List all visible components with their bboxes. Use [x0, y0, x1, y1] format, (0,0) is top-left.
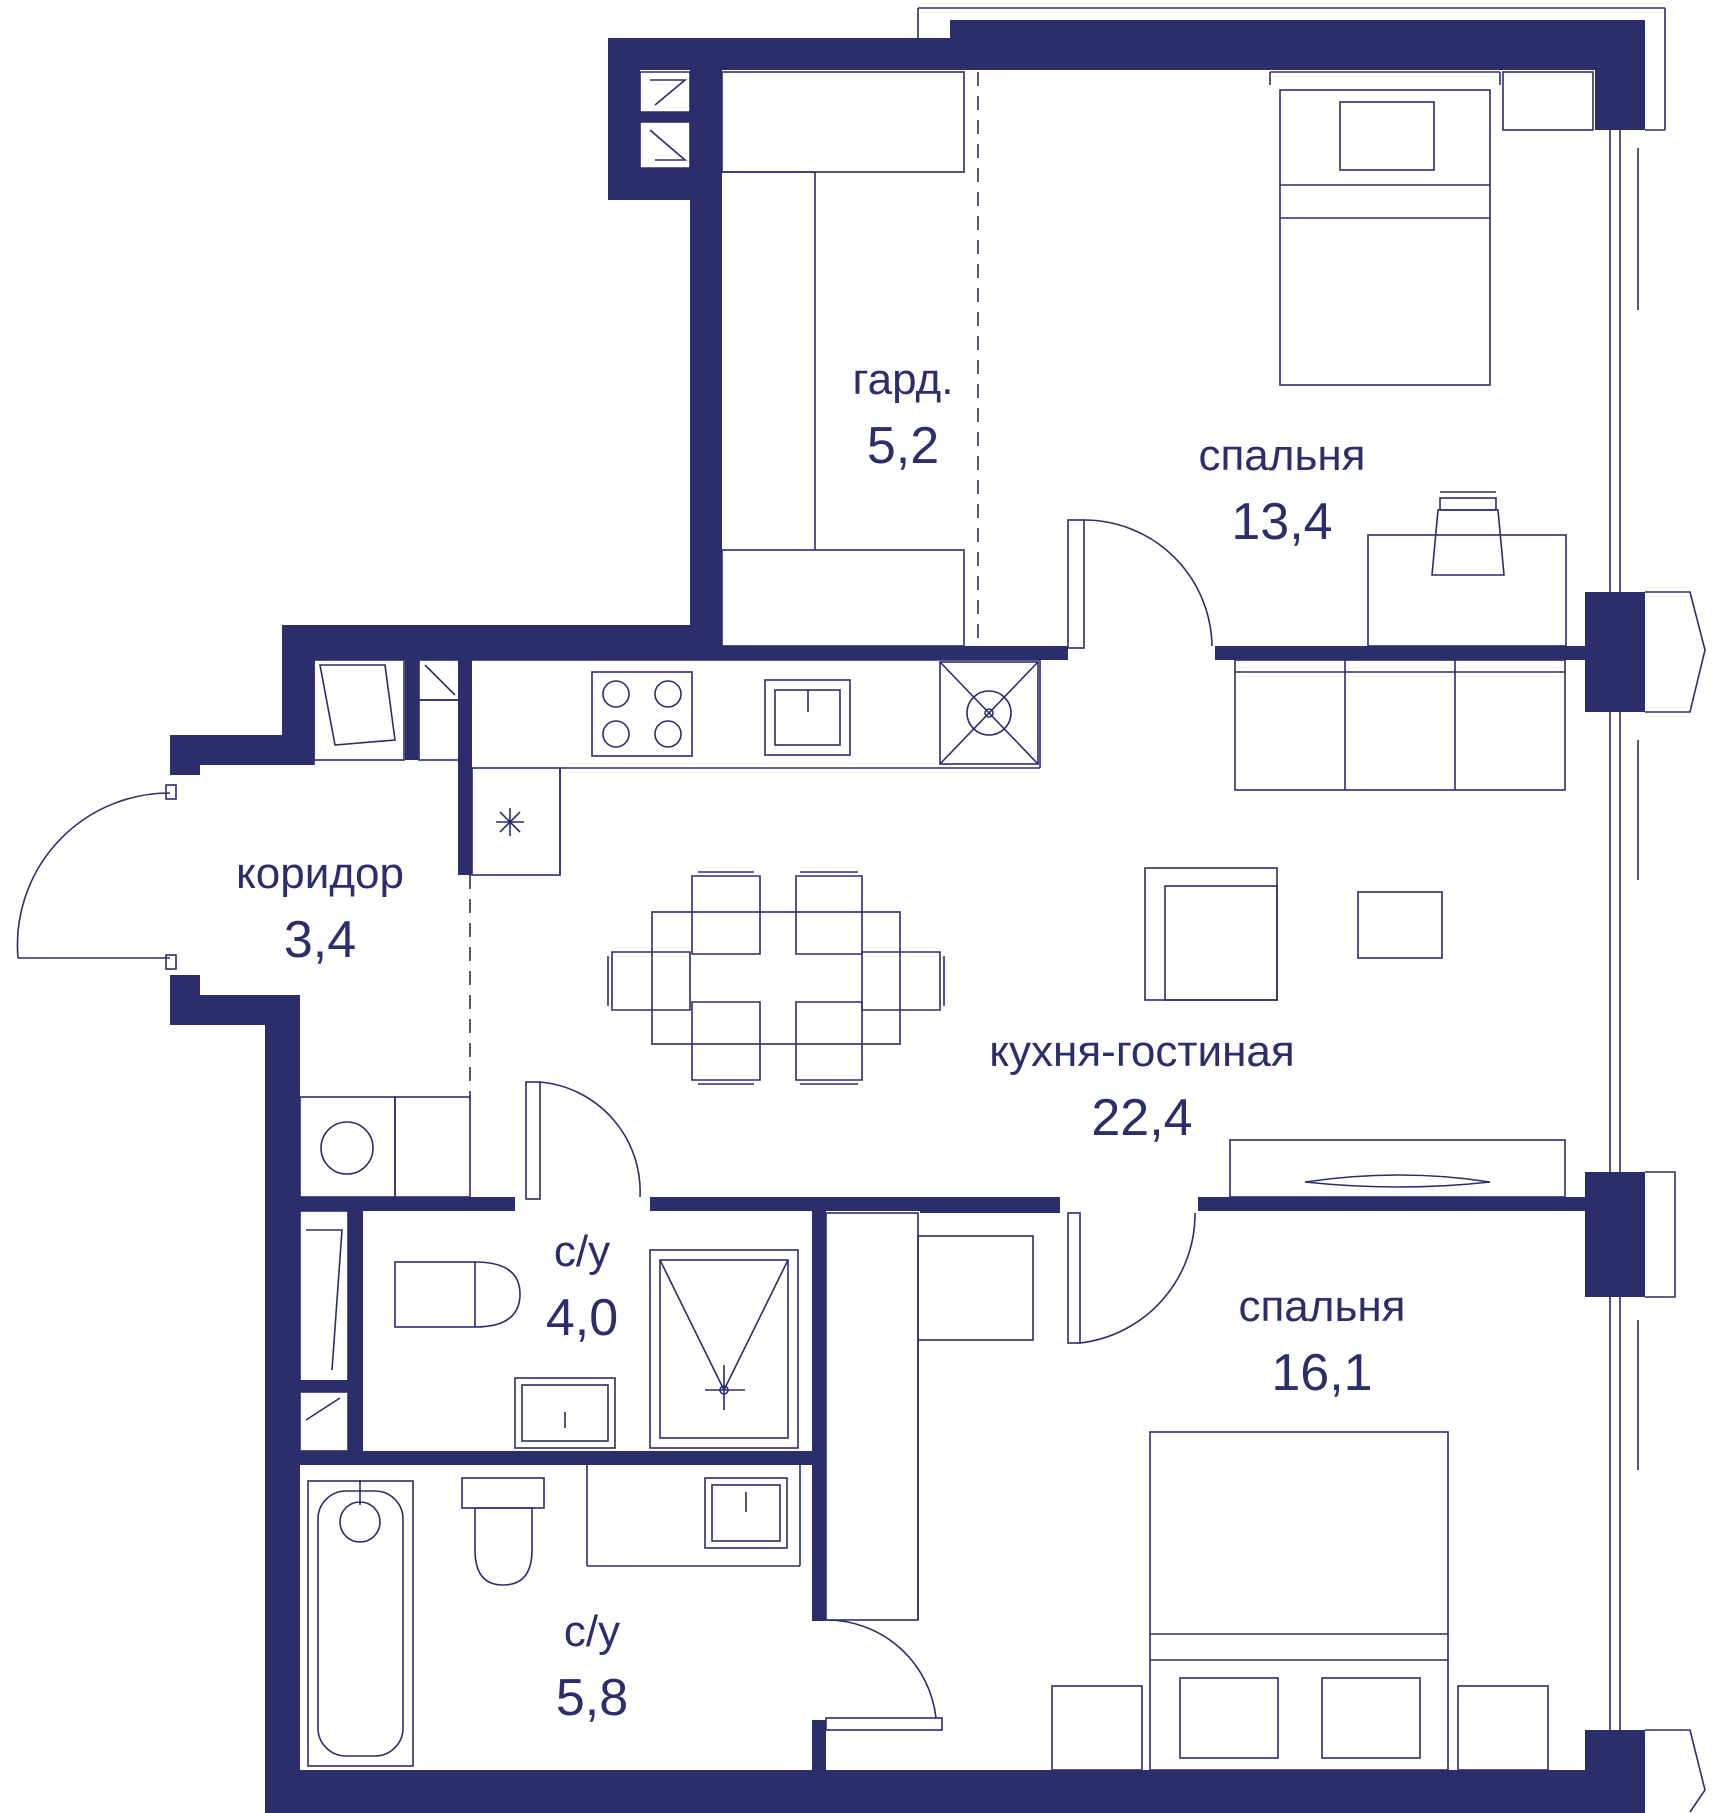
room-label-wardrobe: гард. 5,2 — [852, 355, 954, 475]
room-label-bedroom-1: спальня 13,4 — [1198, 431, 1366, 551]
room-area: 4,0 — [545, 1289, 619, 1347]
room-label-kitchen-living: кухня-гостиная 22,4 — [989, 1027, 1295, 1147]
room-label-bathroom-1: с/у 4,0 — [545, 1227, 619, 1347]
fixtures — [16, 7, 1706, 1813]
room-area: 16,1 — [1271, 1344, 1373, 1402]
room-area: 22,4 — [1091, 1089, 1193, 1147]
walls — [170, 20, 1645, 1813]
room-area: 3,4 — [283, 911, 357, 969]
room-name: гард. — [852, 355, 954, 404]
room-name: спальня — [1198, 431, 1366, 480]
room-label-corridor: коридор 3,4 — [236, 849, 404, 969]
room-name: с/у — [553, 1227, 611, 1276]
room-name: спальня — [1238, 1282, 1406, 1331]
room-label-bathroom-2: с/у 5,8 — [555, 1607, 629, 1727]
room-name: кухня-гостиная — [989, 1027, 1295, 1076]
room-area: 5,2 — [866, 417, 940, 475]
room-name: коридор — [236, 849, 404, 898]
room-area: 5,8 — [555, 1669, 629, 1727]
room-label-bedroom-2: спальня 16,1 — [1238, 1282, 1406, 1402]
room-area: 13,4 — [1231, 493, 1333, 551]
room-name: с/у — [563, 1607, 621, 1656]
